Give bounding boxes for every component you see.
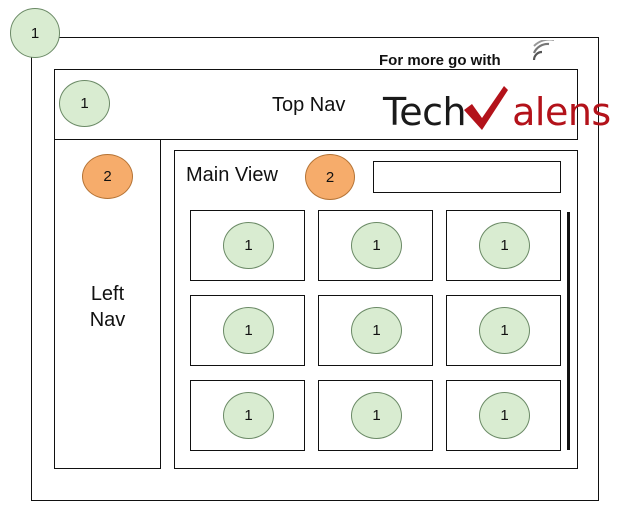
brand-logo-part1: Tech bbox=[383, 90, 467, 134]
top-nav-label: Top Nav bbox=[272, 94, 346, 116]
grid-card-badge: 1 bbox=[479, 307, 530, 354]
grid-card-badge: 1 bbox=[351, 222, 402, 269]
brand-logo-part2: alens bbox=[512, 90, 611, 134]
outer-frame-badge: 1 bbox=[10, 8, 60, 58]
grid-card-badge: 1 bbox=[351, 307, 402, 354]
search-input-box[interactable] bbox=[373, 161, 561, 193]
top-nav-badge: 1 bbox=[59, 80, 110, 127]
grid-card-badge: 1 bbox=[223, 392, 274, 439]
grid-card-badge: 1 bbox=[223, 307, 274, 354]
left-nav-label-line2: Nav bbox=[89, 309, 126, 331]
promo-tagline: For more go with bbox=[377, 52, 503, 69]
left-nav-label: Left Nav bbox=[54, 281, 161, 333]
left-nav-label-line1: Left bbox=[90, 283, 125, 305]
brand-logo: Tech alens bbox=[383, 86, 611, 134]
main-view-label: Main View bbox=[186, 164, 278, 186]
grid-card-badge: 1 bbox=[351, 392, 402, 439]
main-view-badge: 2 bbox=[305, 154, 355, 200]
grid-card-badge: 1 bbox=[223, 222, 274, 269]
grid-card[interactable] bbox=[318, 210, 433, 281]
grid-card-badge: 1 bbox=[479, 392, 530, 439]
top-nav bbox=[54, 69, 578, 140]
signal-icon bbox=[532, 40, 554, 61]
checkmark-icon bbox=[464, 86, 512, 132]
left-nav-badge: 2 bbox=[82, 154, 133, 199]
scrollbar[interactable] bbox=[567, 212, 570, 450]
grid-card-badge: 1 bbox=[479, 222, 530, 269]
